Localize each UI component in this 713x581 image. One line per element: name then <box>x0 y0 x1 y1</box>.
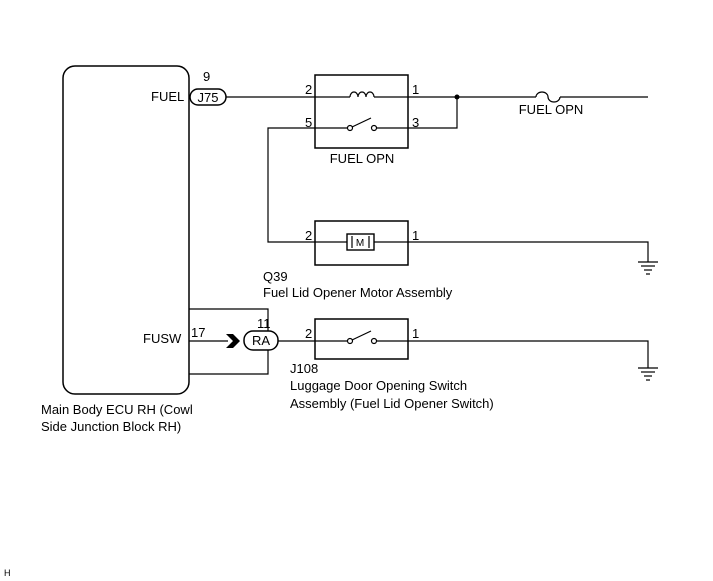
motor-pin-1: 1 <box>412 228 419 243</box>
relay-coil-icon <box>349 91 375 98</box>
motor-symbol: M <box>356 238 364 249</box>
j75-connector-label: J75 <box>198 90 219 105</box>
corner-mark: H <box>4 568 11 578</box>
relay-switch-blade <box>351 117 372 128</box>
fuse-icon <box>535 91 561 103</box>
relay-name: FUEL OPN <box>330 151 395 166</box>
relay-fuel-opn <box>314 74 409 149</box>
motor-pin-2: 2 <box>305 228 312 243</box>
fusw-pin-number: 17 <box>191 325 205 340</box>
wire-switch-to-ground <box>408 340 649 368</box>
switch-name-line1: Luggage Door Opening Switch <box>290 378 467 393</box>
ground-icon-switch <box>638 367 658 381</box>
ecu-pin-fusw-label: FUSW <box>143 331 182 346</box>
ra-connector-label: RA <box>252 333 270 348</box>
ecu-pin-fuel-label: FUEL <box>151 89 184 104</box>
wire-relay-pin5-to-motor <box>267 127 315 243</box>
motor-name: Fuel Lid Opener Motor Assembly <box>263 285 453 300</box>
ecu-name-line1: Main Body ECU RH (Cowl <box>41 402 193 417</box>
switch-box <box>314 318 409 360</box>
switch-contact-left <box>346 337 354 345</box>
ra-pin-number: 11 <box>257 316 271 331</box>
switch-id: J108 <box>290 361 318 376</box>
relay-switch-contact-left <box>346 124 354 132</box>
relay-pin-1: 1 <box>412 82 419 97</box>
relay-pin-3: 3 <box>412 115 419 130</box>
fuse-name: FUEL OPN <box>519 102 584 117</box>
relay-switch-contact-right <box>370 124 378 132</box>
switch-pin-1: 1 <box>412 326 419 341</box>
switch-pin-2: 2 <box>305 326 312 341</box>
ground-icon-motor <box>638 261 658 275</box>
ecu-body <box>62 65 190 395</box>
switch-contact-right <box>370 337 378 345</box>
wire-motor-to-ground <box>408 241 649 262</box>
switch-blade-icon <box>351 330 372 341</box>
relay-pin-5: 5 <box>305 115 312 130</box>
relay-pin-2: 2 <box>305 82 312 97</box>
motor-id: Q39 <box>263 269 288 284</box>
ecu-name-line2: Side Junction Block RH) <box>41 419 181 434</box>
ra-connector-arrow-icon <box>226 334 240 348</box>
j75-pin-number: 9 <box>203 69 210 84</box>
wire-relay-pin3-to-junction <box>408 97 458 129</box>
switch-name-line2: Assembly (Fuel Lid Opener Switch) <box>290 396 494 411</box>
